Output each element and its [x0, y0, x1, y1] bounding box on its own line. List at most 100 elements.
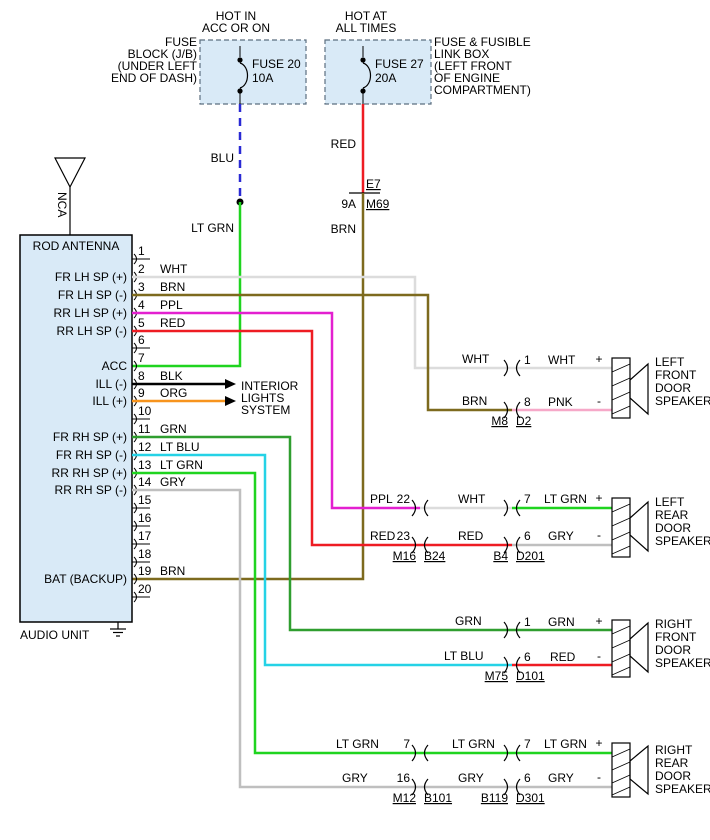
- fusible-link-label-2: LINK BOX: [434, 47, 489, 61]
- fuse27-rating: 20A: [375, 71, 396, 85]
- wire-seg-label: BRN: [462, 394, 487, 408]
- pin-16: 16: [132, 511, 152, 532]
- pin-function: RR RH SP (-): [55, 483, 127, 497]
- pin-2: 2 WHT FR LH SP (+): [55, 262, 188, 284]
- pin-7: 7 ACC: [102, 351, 145, 373]
- pin-function: ILL (+): [92, 394, 127, 408]
- pin-17: 17: [132, 529, 152, 550]
- connector-lr1-pos-icon: [411, 499, 429, 517]
- polarity-plus: +: [595, 352, 602, 366]
- speaker-name-lf-2: FRONT: [655, 368, 697, 382]
- wire-red-lr-neg: [132, 329, 512, 547]
- speaker-name-rf-3: DOOR: [655, 643, 691, 657]
- fuse20-symbol-icon: [237, 46, 249, 104]
- connector-pin: 6: [524, 771, 531, 785]
- wire-red-label: RED: [331, 137, 357, 151]
- wire-ltgrn-acc: [132, 202, 242, 368]
- wire-brn-bat: [132, 193, 365, 581]
- wire-seg-label: LT BLU: [444, 649, 484, 663]
- speaker-icon-lf: [611, 357, 649, 419]
- wire-seg-label: WHT: [548, 353, 576, 367]
- pin-wire-color: BLK: [160, 369, 183, 383]
- fuse-block-label-4: END OF DASH): [111, 71, 197, 85]
- antenna-icon: [54, 157, 86, 189]
- pin-function: RR LH SP (-): [57, 324, 127, 338]
- connector-pin: 22: [397, 492, 411, 506]
- wire-seg-label: GRY: [342, 771, 368, 785]
- connector-rr2-pos-icon: [503, 744, 521, 762]
- wire-seg-label: GRN: [548, 615, 575, 629]
- pin-function: ACC: [102, 359, 128, 373]
- pin-6: 6: [132, 333, 150, 354]
- power-right-section: HOT AT ALL TIMES FUSE & FUSIBLE LINK BOX…: [132, 9, 531, 581]
- connector-lr1-neg-icon: [411, 536, 429, 554]
- wire-seg-label: RED: [458, 529, 484, 543]
- speaker-icon-rf: [611, 619, 649, 678]
- pin-9: 9 ORG ILL (+): [92, 386, 187, 408]
- polarity-minus: -: [597, 770, 601, 784]
- antenna-label-nca: NCA: [55, 192, 69, 217]
- wire-seg-label: LT GRN: [336, 737, 379, 751]
- audio-unit-box: [19, 234, 133, 623]
- arrow-right-icon: [225, 379, 236, 389]
- connector-id: B4: [493, 549, 508, 563]
- pin-function: ILL (-): [95, 377, 127, 391]
- pin-number: 13: [138, 458, 152, 472]
- connector-id: D101: [516, 669, 545, 683]
- pin-wire-color: GRN: [160, 422, 187, 436]
- connector-id: D201: [516, 549, 545, 563]
- wire-brn-lf-neg: [132, 293, 512, 412]
- interior-lights-label: INTERIOR: [241, 379, 299, 393]
- pin-18: 18: [132, 547, 152, 568]
- pin-number: 11: [138, 422, 151, 436]
- pin-number: 3: [138, 280, 145, 294]
- wire-blu-label: BLU: [211, 151, 234, 165]
- connector-id: M8: [491, 414, 508, 428]
- wire-brn-label: BRN: [331, 222, 356, 236]
- pin-number: 16: [138, 511, 152, 525]
- connector-rf-neg-icon: [503, 656, 521, 674]
- pin-number: 20: [138, 582, 152, 596]
- connector-pin: 8: [524, 395, 531, 409]
- connector-m69: E7 9A M69: [341, 177, 389, 211]
- pin-number: 9: [138, 386, 145, 400]
- hot-in-acc-label-2: ACC OR ON: [202, 21, 270, 35]
- connector-pin: 7: [403, 737, 410, 751]
- pin-number: 14: [138, 475, 152, 489]
- connector-pin: 1: [524, 615, 531, 629]
- pin-number: 15: [138, 493, 152, 507]
- pin-19: 19 BRN BAT (BACKUP): [44, 564, 185, 586]
- pin-4: 4 PPL RR LH SP (+): [54, 298, 183, 320]
- left-rear-speaker-section: PPL 22 WHT 7 LT GRN + RED 23 M16 B24 RED…: [132, 311, 710, 563]
- connector-lf-neg-icon: [503, 401, 521, 419]
- polarity-minus: -: [597, 528, 601, 542]
- wire-seg-label: GRY: [548, 529, 574, 543]
- fusible-link-label: FUSE & FUSIBLE: [434, 35, 531, 49]
- connector-id: B119: [481, 791, 508, 805]
- wire-seg-label: LT GRN: [544, 492, 587, 506]
- wire-ppl-lr-pos: [132, 311, 420, 510]
- connector-id: B24: [424, 549, 446, 563]
- wire-seg-label: GRN: [455, 614, 482, 628]
- right-rear-speaker-section: LT GRN 7 LT GRN 7 LT GRN + GRY 16 M12 B1…: [132, 471, 710, 805]
- pin-wire-color: LT GRN: [160, 458, 203, 472]
- left-front-speaker-section: WHT 1 WHT + BRN M8 D2 8 PNK - LEFT FRONT…: [132, 275, 710, 428]
- pin-number: 17: [138, 529, 152, 543]
- speaker-icon-lr: [611, 497, 649, 558]
- wire-seg-label: PNK: [548, 395, 573, 409]
- fusible-link-label-3: (LEFT FRONT: [434, 59, 512, 73]
- fuse-block-label: FUSE: [165, 35, 197, 49]
- pin-number: 8: [138, 369, 145, 383]
- wire-seg-label: WHT: [462, 352, 490, 366]
- arrow-right-icon: [225, 396, 236, 406]
- wire-seg-label: RED: [370, 529, 396, 543]
- pin-13: 13 LT GRN RR RH SP (+): [52, 458, 203, 480]
- pin-number: 19: [138, 564, 152, 578]
- audio-unit-label: AUDIO UNIT: [20, 628, 90, 642]
- speaker-name-rf: RIGHT: [655, 617, 693, 631]
- right-front-speaker-section: GRN 1 GRN + LT BLU M75 D101 6 RED - RIGH…: [132, 435, 710, 683]
- speaker-name-rr-4: SPEAKER: [655, 782, 710, 796]
- wire-seg-label: PPL: [370, 492, 393, 506]
- pin-12: 12 LT BLU FR RH SP (-): [56, 440, 200, 462]
- hot-at-all-times-label-2: ALL TIMES: [336, 21, 397, 35]
